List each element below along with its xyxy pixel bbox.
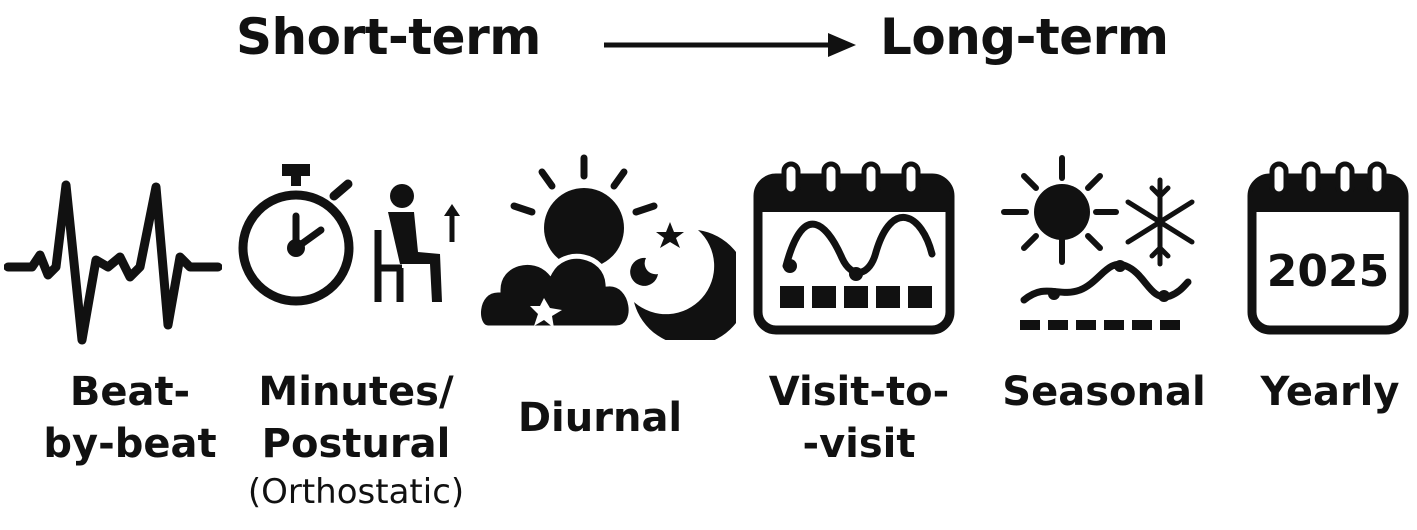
standing-person-icon [374,184,460,302]
calendar-wave-icon [753,161,955,335]
calendar-year-text: 2025 [1267,246,1389,297]
scale-label-yearly: Yearly [1260,369,1400,415]
scale-label-beat-by-beat: Beat- by-beat [43,369,217,467]
calendar-year-icon: 2025 [1247,161,1409,335]
stopwatch-and-standing-person-icon [238,164,460,306]
right-arrow-icon [604,33,856,57]
sun-cloud-moon-icon [476,154,736,340]
scale-label-minutes-postural: Minutes/ Postural (Orthostatic) [247,369,465,512]
stopwatch-icon [238,164,354,306]
scale-label-seasonal: Seasonal [1002,369,1206,415]
long-term-label: Long-term [880,8,1169,66]
scale-label-diurnal: Diurnal [517,395,683,441]
snowflake-icon [1125,177,1195,267]
short-term-label: Short-term [236,8,541,66]
heartbeat-icon [4,180,222,345]
timescale-header: Short-term Long-term [0,8,1417,78]
scale-label-visit-to-visit: Visit-to- -visit [768,369,950,467]
sun-snowflake-wave-icon [1001,155,1195,330]
